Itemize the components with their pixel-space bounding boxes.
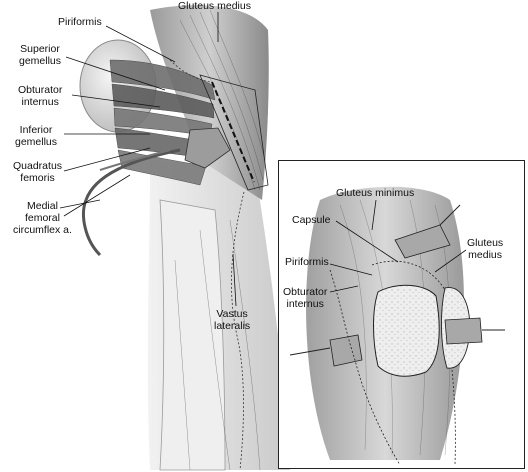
inset-label-gluteus-minimus: Gluteus minimus <box>336 187 415 199</box>
main-hip-view <box>79 5 290 471</box>
retractor-left <box>329 334 363 367</box>
inset-frame <box>278 160 525 469</box>
external-rotators <box>109 59 216 186</box>
inset-view <box>279 161 524 468</box>
femoral-head-cartilage <box>373 284 440 377</box>
inset-label-capsule: Capsule <box>292 214 331 226</box>
label-piriformis: Piriformis <box>58 16 102 28</box>
inset-leader-lines <box>329 199 467 293</box>
label-medial-femoral-circumflex: Medial femoral circumflex a. <box>13 200 72 236</box>
label-vastus-lateralis: Vastus lateralis <box>214 308 251 332</box>
retractor-top <box>394 224 451 259</box>
inset-label-obturator-internus: Obturator internus <box>283 286 328 310</box>
label-obturator-internus: Obturator internus <box>18 84 63 108</box>
label-gluteus-medius: Gluteus medius <box>178 0 251 12</box>
label-inferior-gemellus: Inferior gemellus <box>15 124 58 148</box>
retractor <box>184 127 231 169</box>
inset-label-piriformis: Piriformis <box>285 256 329 268</box>
label-quadratus-femoris: Quadratus femoris <box>13 160 63 184</box>
left-leader-lines <box>59 12 237 307</box>
retractor-right <box>444 317 483 345</box>
femur-shaft <box>159 199 226 471</box>
osteotomy-line <box>211 81 255 183</box>
gluteus-medius-shape <box>150 5 269 200</box>
inset-label-gluteus-medius: Gluteus medius <box>467 237 504 261</box>
circumflex-artery <box>84 148 181 201</box>
label-superior-gemellus: Superior gemellus <box>19 43 62 67</box>
